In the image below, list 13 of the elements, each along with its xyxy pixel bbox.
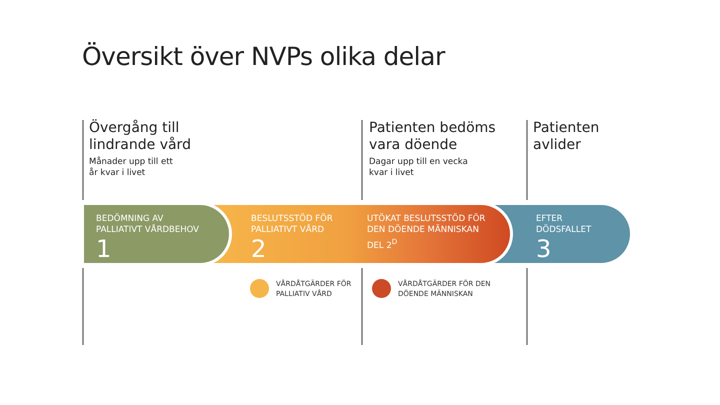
title: Översikt över NVPs olika delar [82, 42, 445, 71]
milestone-heading: Patienten bedöms vara döende [369, 120, 497, 154]
milestone-heading: Övergång till lindrande vård [89, 120, 192, 154]
milestone-heading: Patienten avlider [533, 120, 600, 154]
phase-number: 1 [96, 237, 112, 261]
phase-number: 3 [536, 237, 552, 261]
timeline-segment [84, 202, 232, 266]
phase-label: UTÖKAT BESLUTSSTÖD FÖR DEN DÖENDE MÄNNISKAN DEL 2$^{D}$ [367, 214, 486, 252]
phase-label: BEDÖMNING AV PALLIATIVT VÅRDBEHOV [96, 214, 200, 236]
phase-label: EFTER DÖDSFALLET [536, 214, 592, 236]
phase-number: 2 [251, 237, 266, 261]
milestone-note: Månader upp till ett år kvar i livet [89, 157, 174, 179]
milestone-note: Dagar upp till en vecka kvar i livet [369, 157, 469, 179]
